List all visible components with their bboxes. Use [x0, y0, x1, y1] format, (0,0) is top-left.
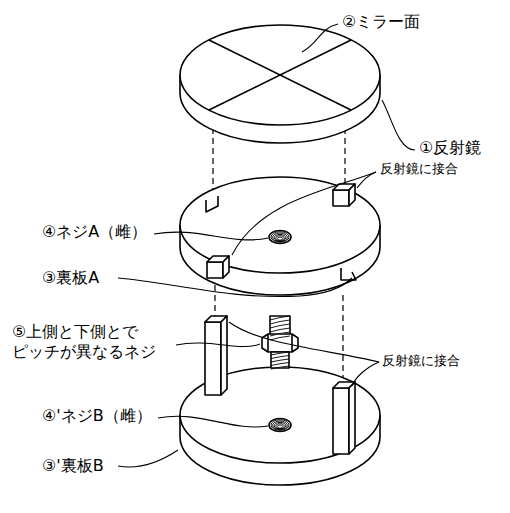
joining-block [207, 262, 223, 278]
joining-post [349, 382, 355, 454]
threaded-hole [271, 232, 289, 242]
reflecting-mirror [180, 25, 380, 125]
back-plate-a [180, 177, 380, 295]
threaded-hole [274, 422, 286, 429]
reflecting-mirror [180, 25, 380, 143]
differential-screw [271, 359, 289, 362]
leader-line [382, 100, 415, 150]
threaded-hole [269, 419, 291, 432]
differential-screw [271, 356, 289, 359]
alignment-lines [342, 295, 343, 384]
leader-line [352, 362, 379, 386]
notch [206, 196, 218, 212]
threaded-hole [273, 233, 288, 242]
leader-line [158, 416, 268, 427]
callout-label: ⑤上側と下側とで ピッチが異なるネジ [12, 322, 166, 362]
threaded-hole [269, 231, 291, 244]
callout-label: ④ネジA（雌） [42, 222, 147, 242]
leader-line [229, 322, 379, 362]
alignment-lines [214, 285, 215, 318]
differential-screw [271, 352, 289, 368]
differential-screw [270, 328, 290, 332]
joining-block [223, 256, 229, 278]
note-label: 反射鏡に接合 [380, 161, 458, 177]
threaded-hole [269, 231, 291, 244]
callout-label: ②ミラー面 [342, 12, 420, 32]
differential-screw [271, 363, 289, 366]
differential-screw [262, 334, 298, 352]
differential-screw [270, 324, 290, 328]
differential-screw [270, 320, 290, 324]
differential-screw [267, 334, 269, 352]
leader-line [232, 172, 376, 255]
differential-screw [271, 366, 289, 369]
reflecting-mirror [209, 40, 351, 110]
differential-screw [271, 352, 289, 355]
joining-block [207, 184, 355, 278]
threaded-hole [276, 236, 284, 241]
callout-label: ③裏板A [42, 268, 99, 288]
leader-line [118, 278, 352, 297]
differential-screw [291, 334, 293, 352]
threaded-hole [276, 424, 284, 429]
leader-line [357, 172, 376, 188]
leader-line [302, 24, 338, 52]
callout-label: ④'ネジB（雌） [42, 406, 152, 426]
reflecting-mirror [209, 40, 351, 110]
threaded-hole [277, 237, 282, 240]
threaded-hole [274, 234, 286, 241]
joining-post [221, 316, 227, 395]
joining-post [205, 322, 221, 395]
joining-block [349, 184, 355, 206]
callout-label: ③'裏板B [42, 456, 104, 476]
leader-line [154, 232, 268, 240]
back-plate-a [180, 177, 380, 273]
note-label: 反射鏡に接合 [382, 353, 460, 369]
threaded-hole [277, 425, 282, 428]
joining-post [333, 388, 349, 454]
leader-line [118, 450, 178, 467]
threaded-hole [273, 421, 288, 430]
joining-post [205, 316, 355, 454]
threaded-hole [269, 419, 291, 432]
joining-block [333, 190, 349, 206]
leader-line [176, 343, 260, 347]
differential-screw [270, 336, 290, 340]
differential-screw [270, 316, 290, 320]
leader-line [118, 24, 415, 467]
threaded-hole [271, 420, 289, 430]
callout-label: ①反射鏡 [419, 138, 481, 158]
notch [341, 268, 356, 280]
differential-screw [270, 332, 290, 336]
